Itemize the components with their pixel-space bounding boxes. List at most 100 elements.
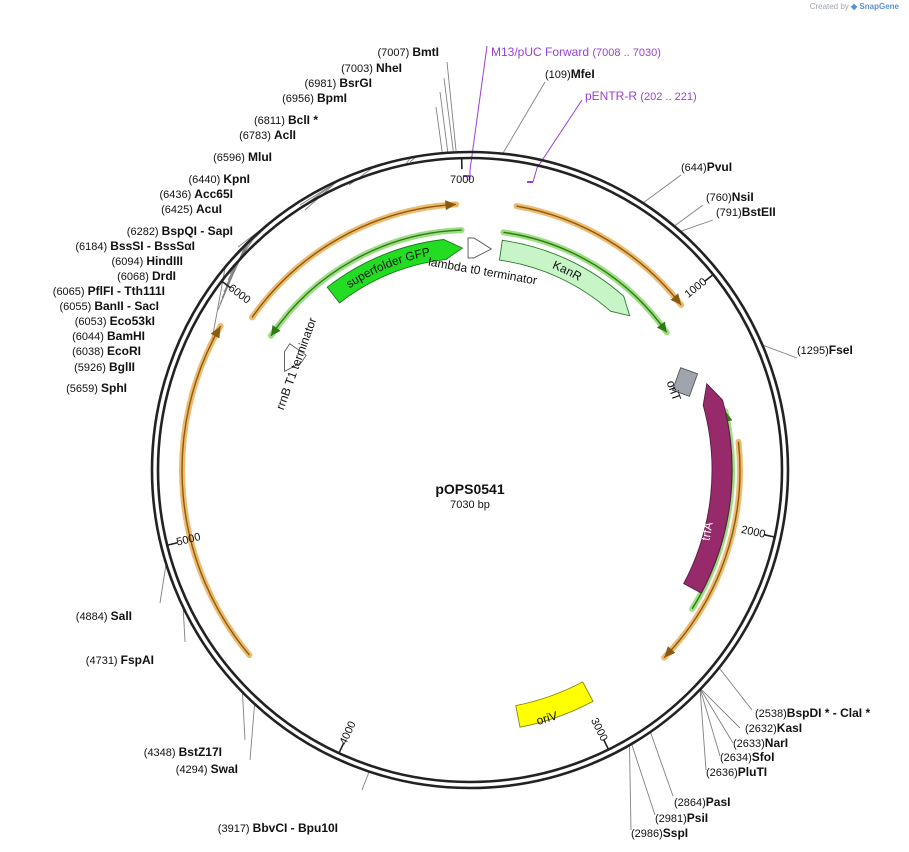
- tick-mark: [704, 274, 713, 283]
- tick-mark: [338, 742, 345, 753]
- leader-line: [674, 204, 704, 226]
- site-label: (5659) SphI: [66, 381, 127, 395]
- site-name: BstEII: [742, 205, 776, 219]
- site-name: SfoI: [752, 750, 775, 764]
- tick-label: 7000: [450, 174, 474, 186]
- feature-arrow: [683, 382, 733, 594]
- site-label: (3917) BbvCI - Bpu10I: [218, 821, 338, 835]
- credit-brand: SnapGene: [859, 2, 899, 11]
- plasmid-name: pOPS0541: [435, 481, 504, 497]
- site-position: (1295): [797, 345, 829, 357]
- leader-line: [446, 61, 457, 152]
- site-position: (791): [716, 207, 742, 219]
- site-label: (5926) BglII: [74, 360, 135, 374]
- site-position: (6055): [59, 301, 94, 313]
- site-position: (6094): [111, 256, 146, 268]
- site-label: (6282) BspQI - SapI: [127, 224, 233, 238]
- site-position: (2632): [745, 723, 777, 735]
- site-position: (6282): [127, 226, 162, 238]
- site-name: EcoRI: [107, 344, 141, 358]
- site-label: (6184) BssSI - BssSαI: [75, 239, 195, 253]
- site-position: (109): [545, 69, 571, 81]
- site-label: (6956) BpmI: [282, 91, 347, 105]
- site-name: Acc65I: [194, 187, 233, 201]
- leader-line: [701, 689, 741, 729]
- tick-mark: [168, 541, 179, 546]
- site-name: BclI *: [288, 113, 318, 127]
- backbone: [150, 150, 790, 790]
- site-name: BpmI: [317, 91, 347, 105]
- leader-line: [700, 690, 721, 757]
- tick-label: 4000: [338, 720, 359, 747]
- snapgene-credit: Created by ◆ SnapGene: [810, 2, 899, 11]
- site-label: (6436) Acc65I: [159, 187, 233, 201]
- site-name: SalI: [111, 609, 132, 623]
- site-position: (6596): [213, 152, 248, 164]
- site-name: BbvCI - Bpu10I: [253, 821, 338, 835]
- leader-line: [182, 609, 186, 643]
- site-position: (6425): [161, 204, 196, 216]
- feature-label-orit: oriT: [664, 379, 684, 404]
- feature-label-rrnb-t1: rrnB T1 terminator: [273, 316, 319, 412]
- green-arc-core: [503, 231, 668, 333]
- site-position: (4731): [86, 655, 121, 667]
- leader-line: [249, 705, 255, 761]
- plasmid-size: 7030 bp: [450, 499, 490, 511]
- arc-arrowhead: [445, 200, 457, 211]
- site-position: (2538): [755, 708, 787, 720]
- site-name: FseI: [829, 343, 853, 357]
- site-label: (6065) PflFI - Tth111I: [53, 284, 165, 298]
- site-label: (4731) FspAI: [86, 653, 154, 667]
- site-name: SphI: [101, 381, 127, 395]
- site-label: (4884) SalI: [76, 609, 132, 623]
- site-position: (2633): [733, 738, 765, 750]
- site-name: PluTI: [738, 765, 767, 779]
- green-arc-core: [270, 229, 462, 337]
- primer-leader: [469, 45, 488, 180]
- site-label: (6596) MluI: [213, 150, 272, 164]
- tick-label: 5000: [175, 531, 202, 549]
- feature-label-trfa: trfA: [699, 521, 716, 542]
- primer-range: (202 .. 221): [640, 91, 696, 103]
- site-label: (6811) BclI *: [254, 113, 318, 127]
- tick-mark: [763, 533, 774, 538]
- site-label: (2632)KasI: [745, 721, 802, 735]
- site-position: (4884): [76, 611, 111, 623]
- site-label: (2633)NarI: [733, 736, 788, 750]
- site-label: (2634)SfoI: [720, 750, 774, 764]
- tick-label: 2000: [740, 524, 766, 541]
- site-label: (2538)BspDI * - ClaI *: [755, 706, 870, 720]
- site-name: BanII - SacI: [94, 299, 159, 313]
- site-label: (791)BstEII: [716, 205, 776, 219]
- site-label: (6425) AcuI: [161, 202, 222, 216]
- site-position: (6065): [53, 286, 88, 298]
- leader-line: [217, 242, 247, 311]
- site-name: SspI: [663, 826, 688, 840]
- leader-line: [631, 744, 656, 816]
- site-position: (2636): [706, 767, 738, 779]
- site-position: (2981): [655, 813, 687, 825]
- tick-mark: [222, 281, 231, 289]
- site-label: (6044) BamHI: [72, 329, 145, 343]
- site-name: PvuI: [707, 160, 732, 174]
- arc-arrowhead: [271, 325, 281, 336]
- leader-line: [681, 219, 714, 232]
- primer-name: M13/pUC Forward: [491, 45, 592, 59]
- credit-prefix: Created by: [809, 2, 849, 11]
- site-name: BmtI: [412, 45, 439, 59]
- site-label: (1295)FseI: [797, 343, 853, 357]
- site-label: (4348) BstZ17I: [144, 745, 222, 759]
- tick-label: 6000: [226, 282, 253, 306]
- site-position: (6038): [72, 346, 107, 358]
- feature-arrow: [284, 343, 307, 373]
- site-position: (6044): [72, 331, 107, 343]
- leader-line: [159, 565, 167, 604]
- site-name: DrdI: [152, 269, 176, 283]
- site-name: PasI: [706, 795, 731, 809]
- site-label: (7003) NheI: [341, 61, 402, 75]
- site-label: (644)PvuI: [681, 160, 732, 174]
- leader-line: [643, 174, 682, 203]
- site-name: NsiI: [732, 190, 754, 204]
- site-label: (6783) AclI: [239, 128, 296, 142]
